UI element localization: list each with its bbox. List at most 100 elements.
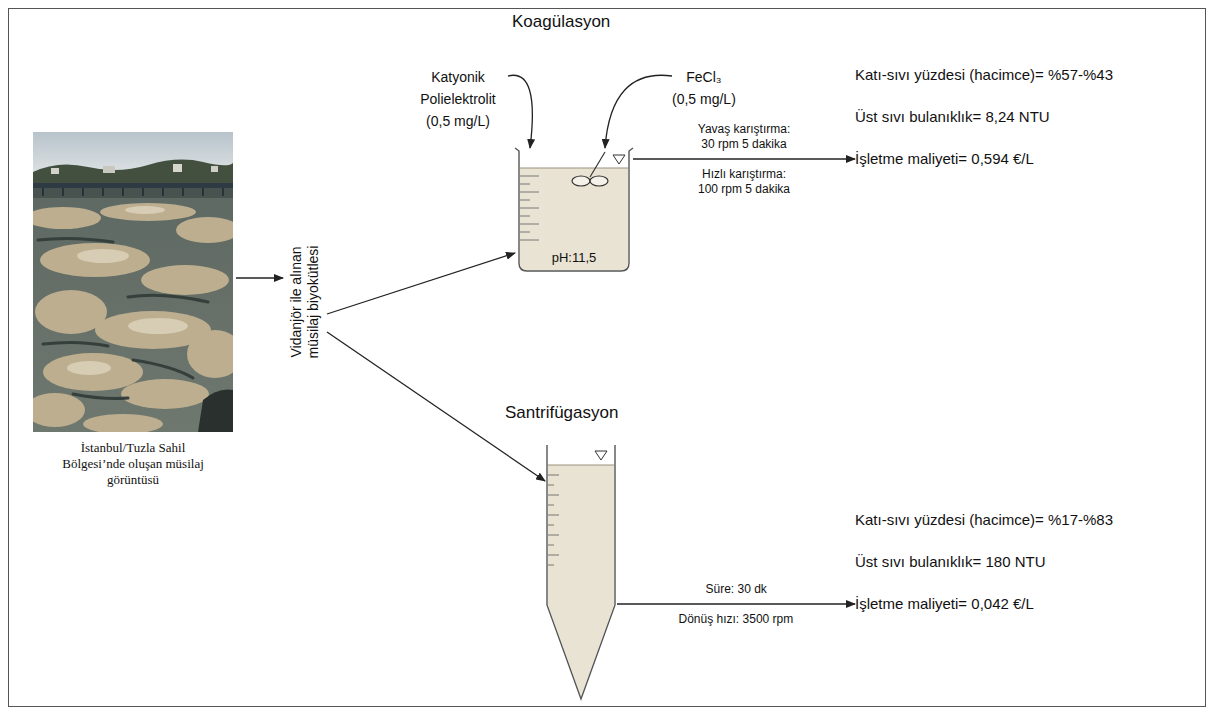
mucilage-highlights: [67, 361, 111, 375]
dark-water-streaks: [43, 342, 108, 346]
beaker-graduations: [520, 200, 530, 201]
beaker-graduations: [520, 176, 539, 177]
mucilage-patches: [33, 203, 233, 432]
mucilage-highlights: [67, 206, 188, 375]
far-shore: [173, 164, 182, 172]
photo-panel: İstanbul/Tuzla Sahil Bölgesi’nde oluşan …: [30, 132, 236, 488]
tube-graduations: [548, 495, 559, 496]
reagent-name: Katyonik Polielektrolit: [408, 66, 508, 110]
mucilage-patches: [141, 265, 229, 295]
tube-outline: [547, 445, 615, 699]
reagent-name: FeCl₃: [672, 66, 736, 88]
result-line: İşletme maliyeti= 0,594 €/L: [855, 148, 1113, 170]
far-shore: [33, 160, 233, 186]
beaker-outline: [515, 148, 633, 271]
far-shore: [51, 168, 59, 174]
flow-arrow: [617, 603, 855, 604]
result-line: Katı-sıvı yüzdesi (hacimce)= %57-%43: [855, 64, 1113, 86]
mucilage-patches: [121, 379, 209, 409]
pier: [33, 183, 233, 188]
water-level-symbol: [613, 155, 625, 164]
stirrer: [590, 152, 605, 177]
mucilage-patches: [187, 330, 233, 378]
beaker-graduations: [520, 176, 539, 240]
mucilage-highlights: [125, 206, 165, 214]
flow-arrow: [605, 75, 672, 148]
mucilage-patches: [33, 207, 101, 229]
frame-border: [9, 9, 1206, 707]
step-label: Vidanjör ile alınan müsilaj biyokütlesi: [288, 232, 322, 372]
mucilage-highlights: [77, 249, 129, 263]
tube-liquid: [548, 465, 614, 697]
process-step: Vidanjör ile alınan müsilaj biyokütlesi: [283, 227, 327, 377]
mucilage-patches: [100, 203, 196, 221]
mucilage-patches: [83, 414, 163, 432]
water-level-symbol: [595, 451, 607, 460]
dark-water-streaks: [133, 360, 193, 378]
flow-arrow: [633, 158, 855, 159]
tube-drawing: [545, 445, 617, 701]
mucilage-patches: [40, 243, 150, 277]
dark-water-streaks: [38, 238, 208, 398]
tube-graduations: [548, 485, 554, 486]
process-condition: Yavaş karıştırma: 30 rpm 5 dakika: [694, 122, 794, 152]
photo-caption: İstanbul/Tuzla Sahil Bölgesi’nde oluşan …: [51, 440, 216, 488]
flow-arrow: [508, 75, 532, 148]
tube-graduations: [548, 565, 554, 566]
beaker-graduations: [520, 216, 530, 217]
tube-graduations: [548, 525, 554, 526]
tube-outline: [547, 445, 615, 699]
beaker-liquid: [520, 168, 628, 169]
result-line: Katı-sıvı yüzdesi (hacimce)= %17-%83: [855, 509, 1113, 531]
dark-water-streaks: [73, 394, 128, 399]
beaker-graduations: [520, 224, 539, 225]
result-list: Katı-sıvı yüzdesi (hacimce)= %57-%43Üst …: [855, 64, 1113, 170]
dark-water-streaks: [38, 238, 113, 242]
stirrer: [572, 176, 590, 186]
tube-graduations: [548, 475, 559, 476]
beaker-graduations: [520, 192, 539, 193]
tube-graduations: [548, 535, 559, 536]
beaker-graduations: [520, 240, 539, 241]
centrifuge-tube: Santrifügasyon: [545, 445, 617, 701]
flow-arrow: [236, 277, 283, 278]
mucilage-highlights: [128, 318, 188, 334]
reagent-dose: (0,5 mg/L): [672, 88, 736, 110]
flow-arrow: [327, 253, 515, 314]
tube-graduations: [548, 555, 559, 556]
mucilage-photo: [33, 132, 233, 432]
far-shore: [211, 166, 218, 172]
beaker-graduations: [520, 232, 530, 233]
coagulation-beaker: KoagülasyonpH:11,5: [515, 148, 633, 273]
process-condition: Süre: 30 dk: [706, 582, 767, 597]
tube-graduations: [548, 505, 554, 506]
pier: [33, 183, 233, 198]
section-title: Koagülasyon: [512, 12, 610, 32]
tube-graduations: [548, 545, 554, 546]
tube-graduations: [548, 515, 559, 516]
stirrer: [572, 152, 608, 186]
far-shore: [103, 166, 115, 173]
reagent-label: FeCl₃(0,5 mg/L): [672, 66, 736, 110]
result-line: İşletme maliyeti= 0,042 €/L: [855, 593, 1113, 615]
ph-label: pH:11,5: [515, 250, 633, 266]
dark-water-streaks: [128, 295, 208, 302]
tube-graduations: [548, 475, 559, 565]
mucilage-patches: [43, 353, 143, 391]
mucilage-patches: [33, 393, 85, 427]
stirrer: [590, 176, 608, 186]
result-list: Katı-sıvı yüzdesi (hacimce)= %17-%83Üst …: [855, 509, 1113, 615]
sea-surface: [33, 132, 233, 432]
reagent-label: Katyonik Polielektrolit(0,5 mg/L): [408, 66, 508, 132]
water-level-symbol: [595, 451, 607, 460]
beaker-graduations: [520, 208, 539, 209]
foreground-rock: [198, 389, 233, 432]
foreground-rock: [198, 389, 233, 432]
result-line: Üst sıvı bulanıklık= 8,24 NTU: [855, 106, 1113, 128]
beaker-graduations: [520, 184, 530, 185]
beaker-outline: [515, 148, 633, 271]
water-level-symbol: [613, 155, 625, 164]
section-title: Santrifügasyon: [505, 403, 618, 423]
far-shore: [33, 160, 233, 186]
